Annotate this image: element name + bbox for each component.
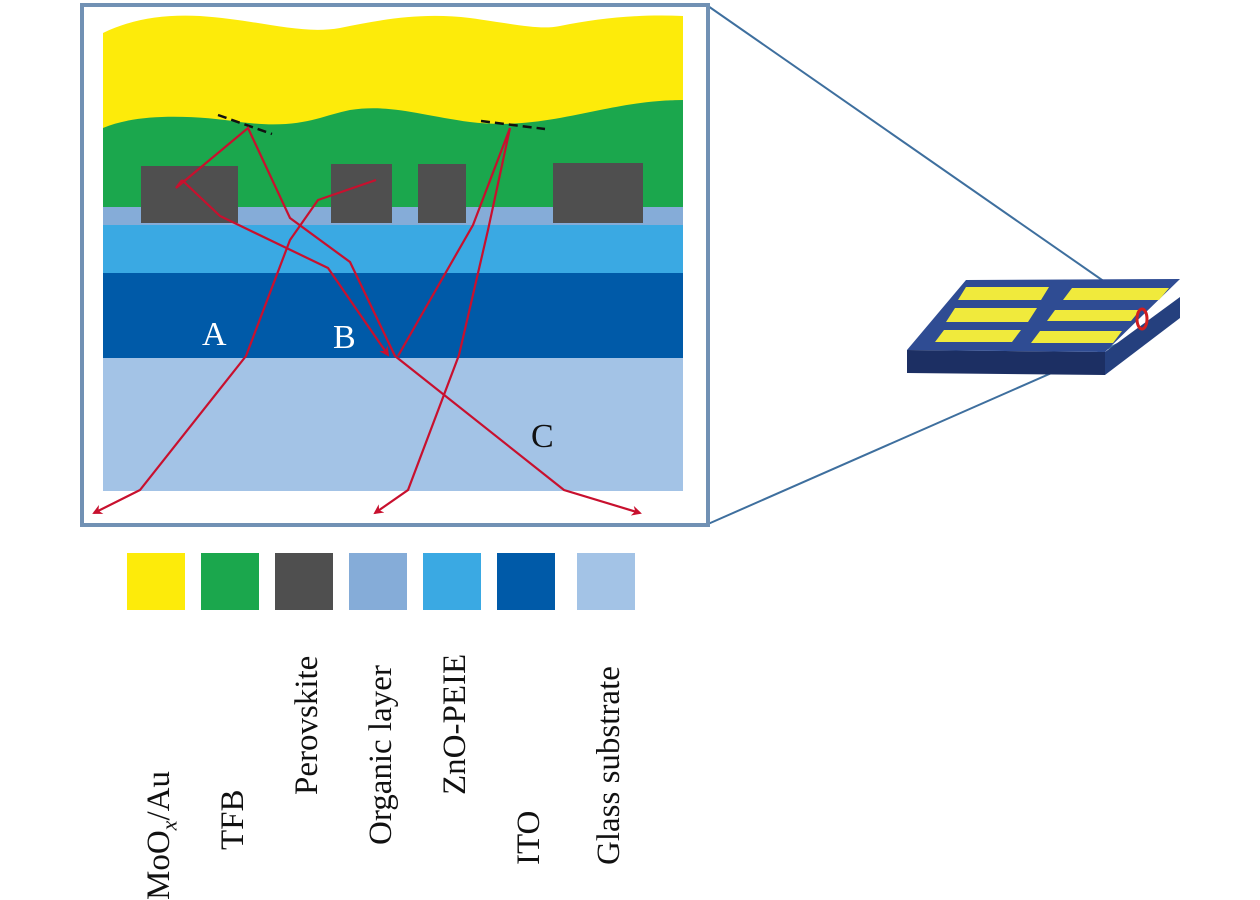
moox-au-layer (103, 15, 683, 128)
path-label-b: B (333, 319, 356, 356)
ray-path-b (175, 126, 642, 516)
legend-label-suffix: /Au (141, 771, 177, 821)
device-side-front (907, 350, 1105, 375)
perovskite-grain (141, 166, 238, 223)
zno-peie-layer (103, 224, 683, 273)
legend-swatch-ito (497, 553, 555, 610)
legend-swatch-glass-substrate (577, 553, 635, 610)
device-electrode (946, 308, 1037, 322)
path-label-c: C (531, 418, 554, 455)
legend-label-perovskite: Perovskite (289, 655, 325, 795)
interface-dash (480, 119, 546, 131)
legend-swatch-perovskite (275, 553, 333, 610)
light-rays (92, 126, 642, 516)
legend-label-organic-layer: Organic layer (363, 665, 399, 845)
legend-label-glass-substrate: Glass substrate (591, 666, 627, 865)
legend-label-text: MoO (141, 830, 177, 900)
perovskite-grain (331, 164, 392, 223)
device-electrode (1047, 310, 1140, 321)
legend-label-text: Perovskite (289, 655, 325, 795)
highlight-ring (1135, 307, 1149, 331)
device-electrode (1063, 288, 1169, 300)
device-figure: A B C (80, 3, 1180, 527)
legend-label-ito: ITO (511, 810, 547, 865)
organic-layer (103, 205, 683, 225)
device-electrode (935, 330, 1021, 342)
zoom-connector-top (707, 5, 1139, 306)
legend-label-subscript: x (156, 820, 182, 831)
ray-path-c (373, 127, 512, 515)
device-illustration (907, 279, 1180, 375)
legend-label-zno-peie: ZnO-PEIE (437, 653, 473, 795)
legend-label-text: Organic layer (363, 665, 399, 845)
legend-label-moox-au: MoOx/Au (141, 771, 182, 900)
legend-label-text: TFB (215, 789, 251, 850)
legend-swatch-moox-au (127, 553, 185, 610)
perovskite-grain (418, 164, 466, 223)
device-electrode (1031, 331, 1122, 343)
ito-layer (103, 272, 683, 358)
legend-swatch-tfb (201, 553, 259, 610)
cross-section (103, 15, 683, 491)
legend-swatch-zno-peie (423, 553, 481, 610)
ray-path-b2 (181, 179, 390, 357)
legend-label-text: Glass substrate (591, 666, 627, 865)
legend-label-text: ZnO-PEIE (437, 653, 473, 795)
interface-dash (217, 113, 273, 136)
legend-swatch-organic-layer (349, 553, 407, 610)
device-side-right (1105, 297, 1180, 375)
path-label-a: A (202, 316, 227, 353)
glass-substrate-layer (103, 357, 683, 491)
device-electrode (958, 287, 1049, 300)
zoom-frame (80, 3, 710, 527)
legend-label-text: ITO (511, 810, 547, 865)
ray-path-a (92, 178, 377, 514)
legend-label-tfb: TFB (215, 789, 251, 850)
perovskite-grain (553, 163, 643, 223)
